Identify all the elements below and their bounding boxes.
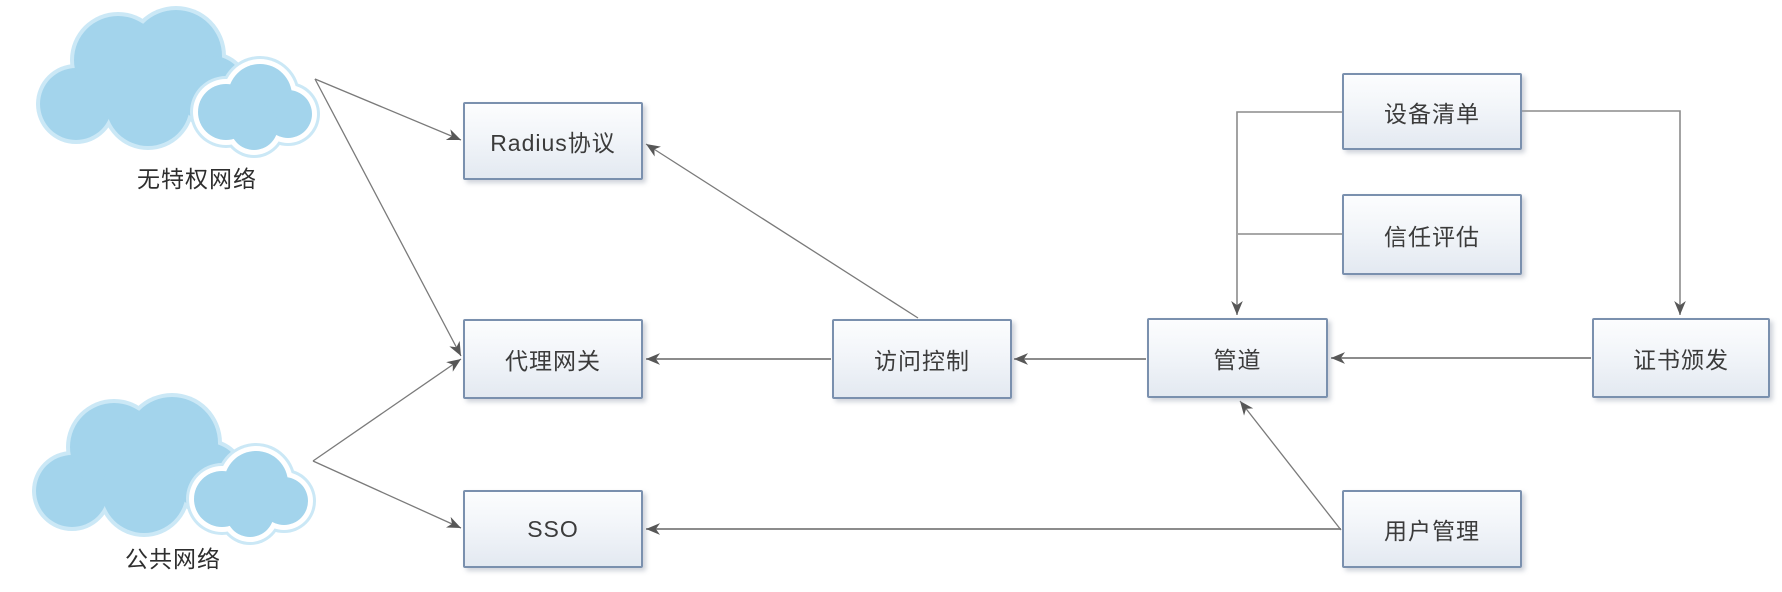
edge-public-to-proxy: [312, 358, 462, 462]
node-pipeline: 管道: [1147, 318, 1328, 398]
node-proxy-gateway: 代理网关: [463, 319, 643, 399]
node-trust-evaluation: 信任评估: [1342, 194, 1522, 275]
edge-public-to-sso: [312, 460, 462, 529]
node-sso: SSO: [463, 490, 643, 568]
node-radius-protocol: Radius协议: [463, 102, 643, 180]
edge-device-to-cert: [1522, 110, 1686, 315]
edge-user-to-pipeline: [1239, 400, 1342, 531]
edge-device-to-pipeline: [1231, 111, 1342, 315]
node-device-inventory: 设备清单: [1342, 73, 1522, 150]
node-certificate-issuance: 证书颁发: [1592, 318, 1770, 398]
cloud-unprivileged-network: [36, 6, 320, 158]
edge-unprivileged-to-radius: [314, 78, 462, 141]
cloud-public-network: [32, 393, 316, 545]
node-user-management: 用户管理: [1342, 490, 1522, 568]
node-access-control: 访问控制: [832, 319, 1012, 399]
edge-access-to-radius: [645, 143, 919, 319]
cloud-label-unprivileged-network: 无特权网络: [137, 166, 257, 192]
edge-unprivileged-to-proxy: [314, 78, 462, 357]
cloud-label-public-network: 公共网络: [125, 546, 221, 572]
